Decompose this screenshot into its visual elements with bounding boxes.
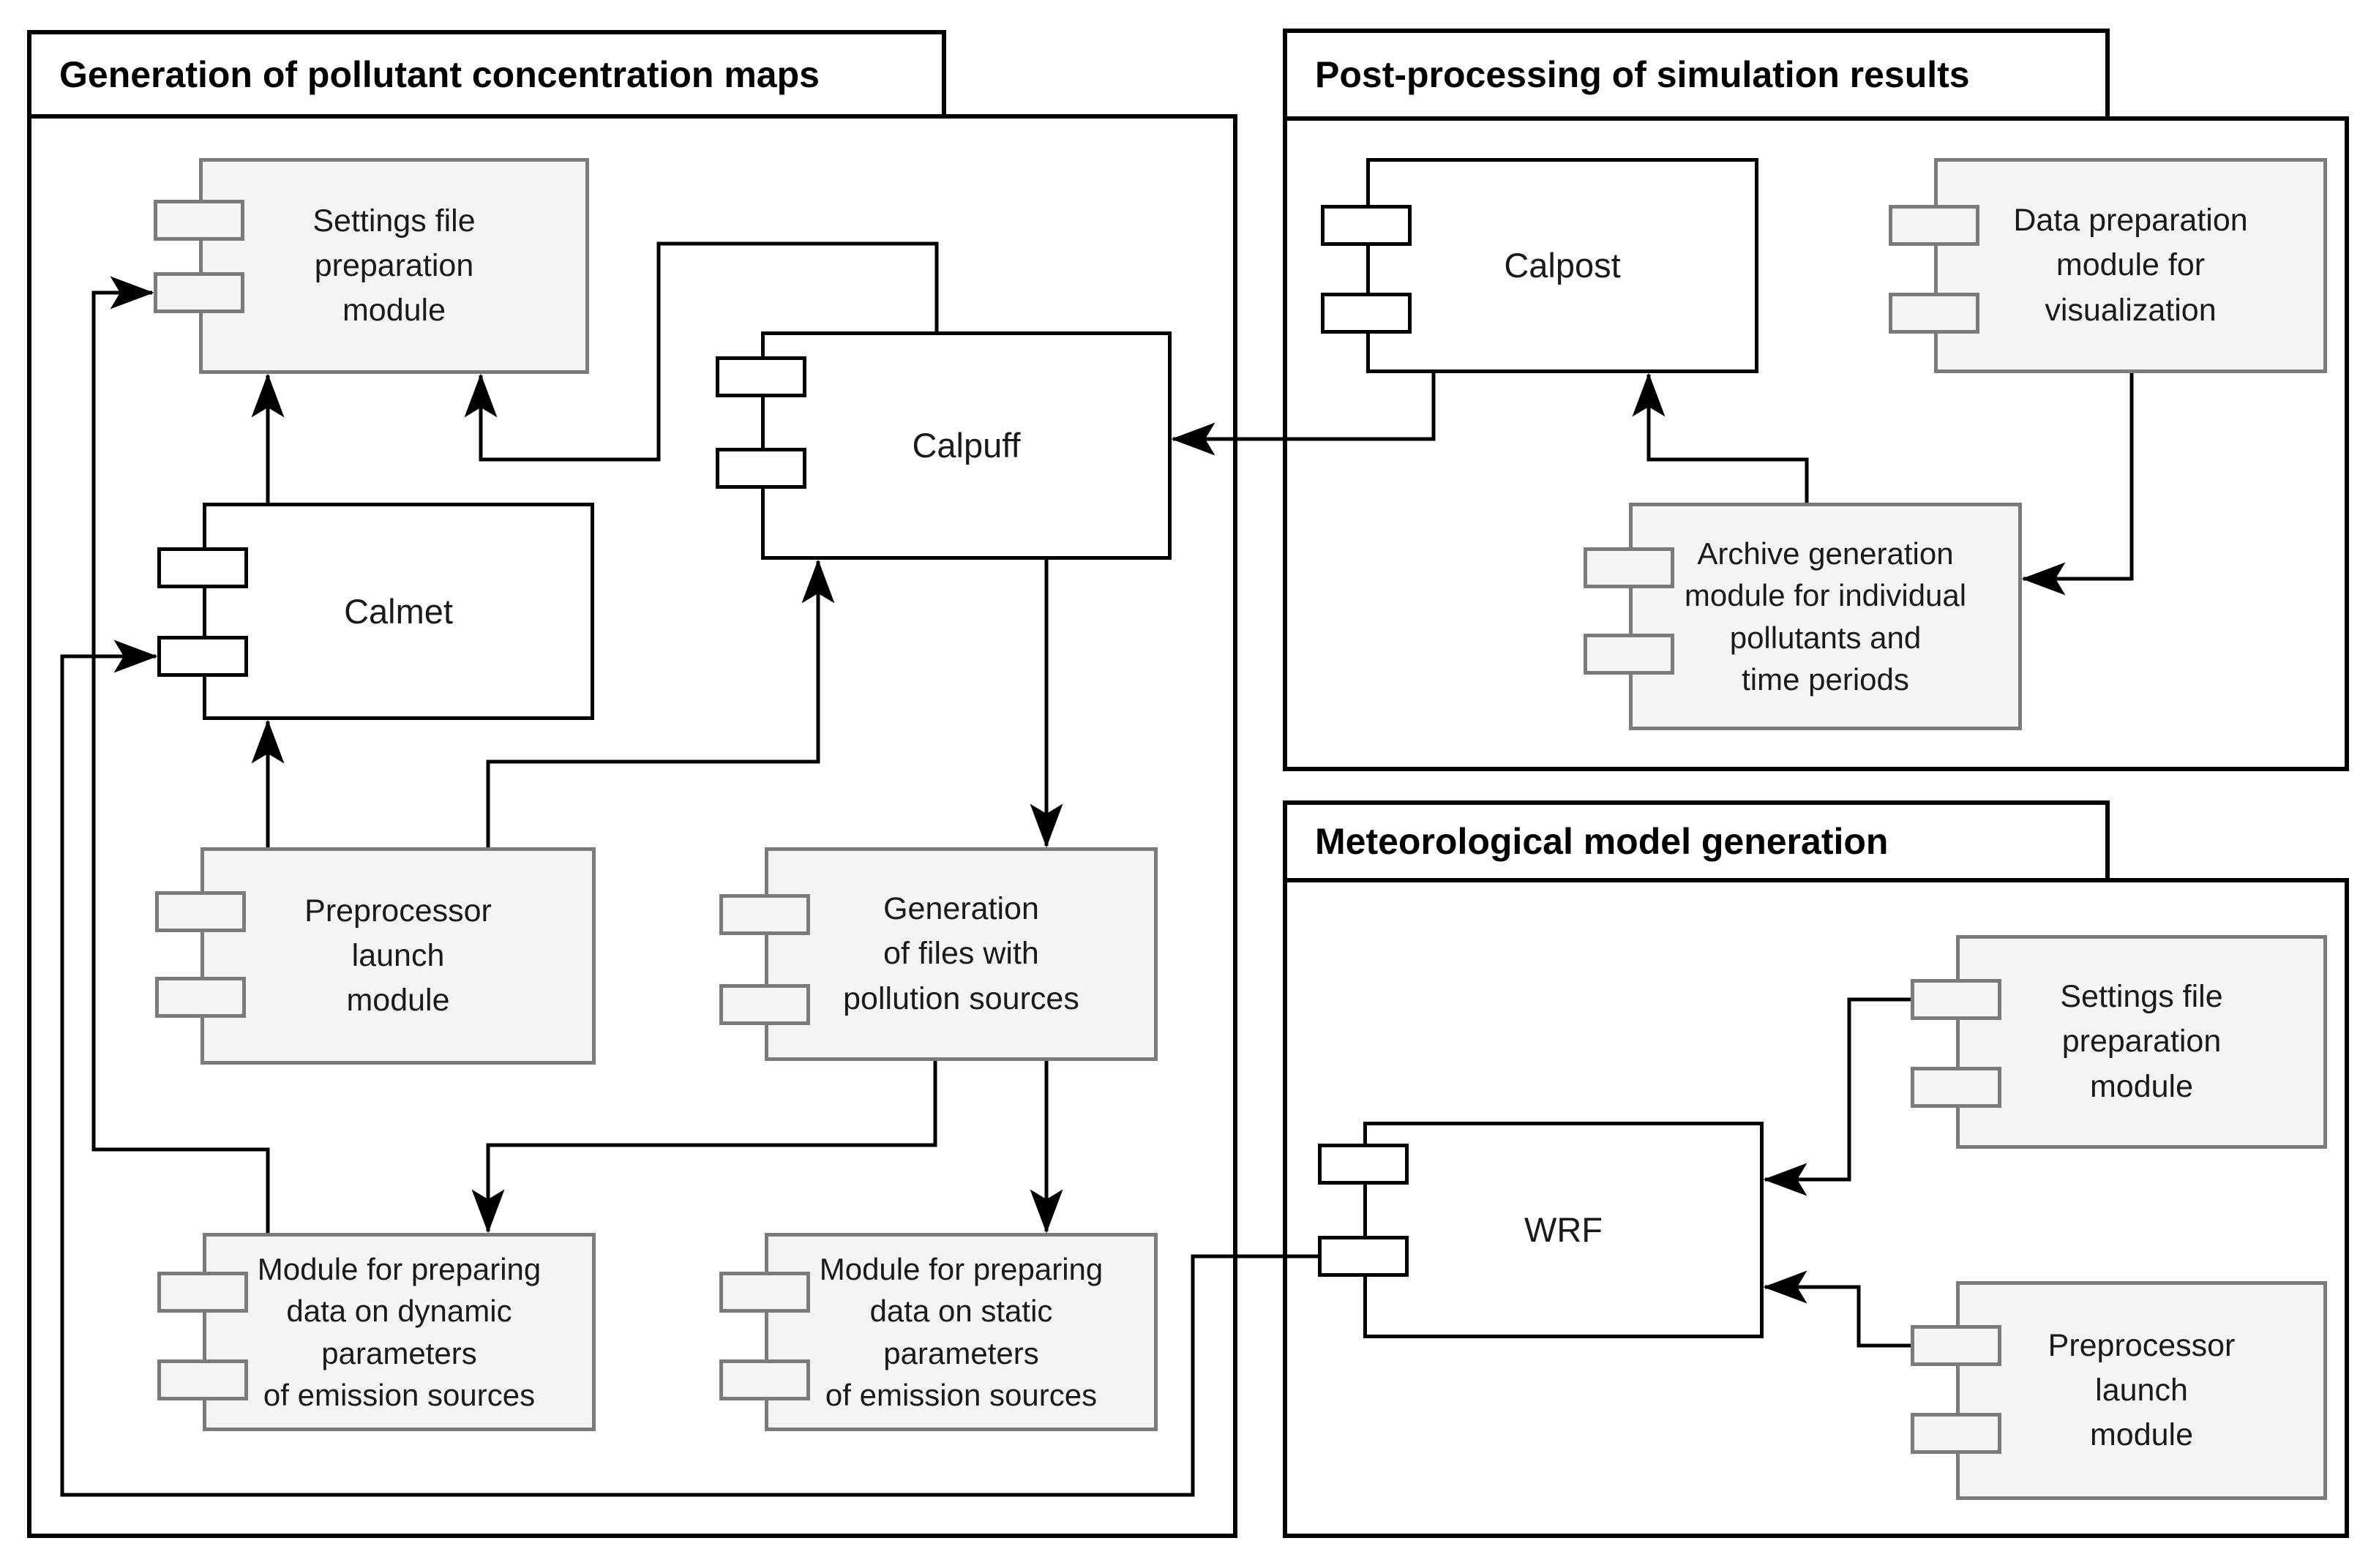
connector-wrf-to-calmet-port: [60, 639, 1318, 1497]
component-label: Preprocessor launch module: [2048, 1327, 2236, 1453]
port: [1911, 1325, 2001, 1366]
component-label: Calpuff: [912, 426, 1021, 465]
component-calpuff: Calpuff: [761, 331, 1172, 560]
component-label: WRF: [1524, 1210, 1603, 1250]
connector-preprocessor-to-calpuff: [486, 559, 835, 847]
port: [1321, 205, 1412, 246]
component-label: Calpost: [1504, 246, 1621, 285]
port: [154, 200, 244, 241]
package-tab-generation: Generation of pollutant concentration ma…: [27, 30, 946, 119]
port: [157, 1272, 248, 1313]
port: [719, 984, 810, 1025]
connector-generation-files-to-dynamic-params: [471, 1061, 937, 1234]
package-title: Post-processing of simulation results: [1315, 54, 1970, 95]
component-label: Preprocessor launch module: [304, 893, 492, 1019]
connector-data-prep-to-archive: [2021, 373, 2134, 596]
connector-archive-to-calpost: [1632, 372, 1809, 503]
component-preprocessor-launch-module-left: Preprocessor launch module: [201, 847, 596, 1065]
port: [1911, 1413, 2001, 1454]
port: [157, 1359, 248, 1400]
port: [155, 891, 246, 932]
port: [157, 547, 248, 588]
component-preprocessor-launch-module-right: Preprocessor launch module: [1956, 1281, 2327, 1500]
port: [157, 636, 248, 677]
port: [1889, 293, 1979, 334]
port: [1911, 1067, 2001, 1108]
component-calpost: Calpost: [1366, 158, 1758, 373]
port: [1318, 1236, 1409, 1277]
port: [716, 448, 806, 489]
port: [1889, 205, 1979, 246]
component-label: Module for preparing data on dynamic par…: [257, 1252, 542, 1412]
component-label: Settings file preparation module: [2060, 979, 2223, 1104]
port: [719, 1359, 810, 1400]
component-module-dynamic-parameters: Module for preparing data on dynamic par…: [203, 1233, 596, 1431]
connector-settings-right-to-wrf: [1763, 997, 1911, 1196]
connector-preprocessor-right-to-wrf: [1763, 1270, 1911, 1348]
package-tab-postprocessing: Post-processing of simulation results: [1283, 29, 2110, 121]
component-archive-generation-module: Archive generation module for individual…: [1629, 503, 2022, 730]
component-wrf: WRF: [1363, 1122, 1764, 1338]
port: [719, 894, 810, 935]
component-calmet: Calmet: [203, 503, 594, 720]
package-title: Generation of pollutant concentration ma…: [59, 53, 820, 95]
component-label: Generation of files with pollution sourc…: [843, 891, 1079, 1016]
port: [155, 977, 246, 1018]
component-label: Module for preparing data on static para…: [819, 1252, 1104, 1412]
port: [1321, 293, 1412, 334]
component-label: Settings file preparation module: [312, 203, 476, 329]
component-label: Calmet: [344, 591, 453, 631]
port: [1911, 979, 2001, 1020]
component-label: Archive generation module for individual…: [1684, 536, 1967, 697]
component-settings-file-preparation-module-left: Settings file preparation module: [199, 158, 589, 374]
port: [719, 1272, 810, 1313]
connector-calpost-to-calpuff: [1171, 373, 1436, 456]
connector-dynamic-params-to-settings-port: [91, 276, 270, 1233]
component-module-static-parameters: Module for preparing data on static para…: [765, 1233, 1158, 1431]
package-tab-meteorological: Meteorological model generation: [1283, 800, 2110, 882]
component-label: Data preparation module for visualizatio…: [2013, 203, 2248, 328]
connector-calpuff-to-settings-module: [464, 241, 939, 462]
component-settings-file-preparation-module-right: Settings file preparation module: [1956, 935, 2327, 1149]
component-data-preparation-module-for-visualization: Data preparation module for visualizatio…: [1934, 158, 2327, 373]
port: [1584, 547, 1674, 588]
port: [154, 272, 244, 313]
port: [1584, 634, 1674, 675]
component-generation-of-files-with-pollution-sources: Generation of files with pollution sourc…: [765, 847, 1158, 1061]
port: [716, 356, 806, 397]
port: [1318, 1144, 1409, 1185]
package-title: Meteorological model generation: [1315, 821, 1889, 862]
